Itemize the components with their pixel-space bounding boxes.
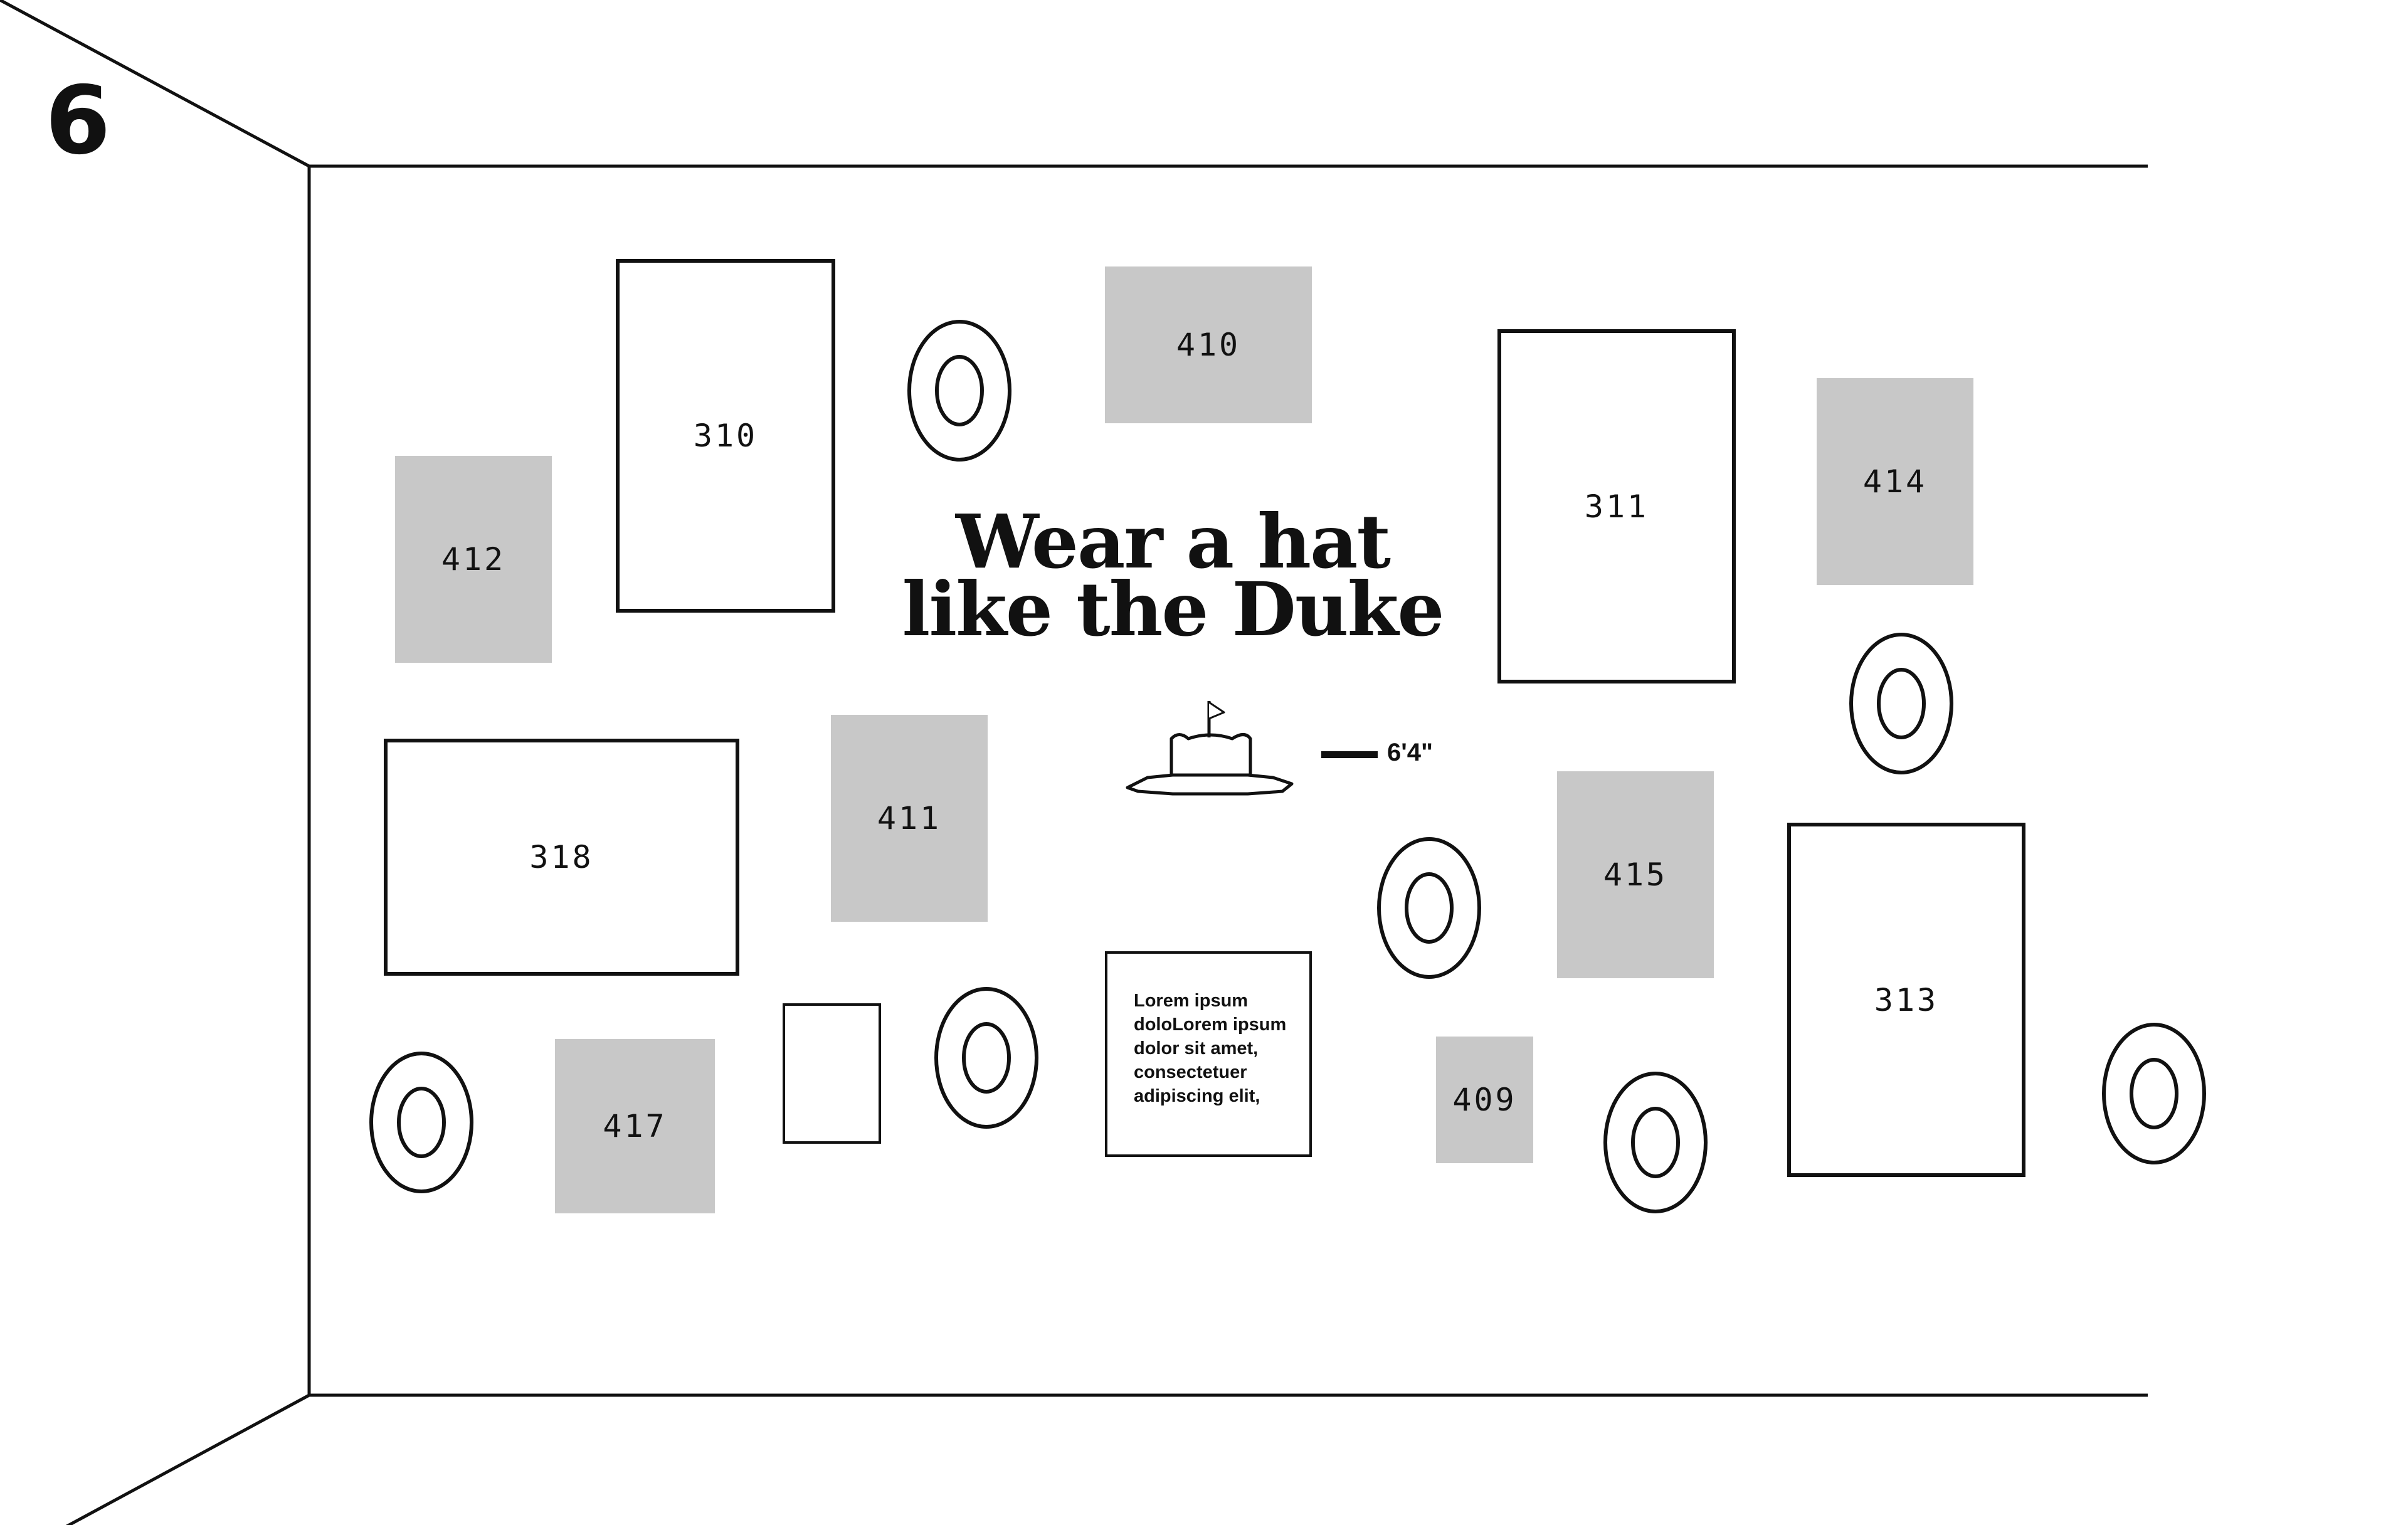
swatch-label: 412 xyxy=(441,541,506,578)
blank-frame[interactable] xyxy=(783,1003,881,1144)
swatch-415[interactable]: 415 xyxy=(1557,771,1714,978)
caption-line: Lorem ipsum xyxy=(1134,991,1249,1011)
swatch-label: 409 xyxy=(1452,1082,1517,1118)
sign-title: Wear a hat like the Duke xyxy=(890,498,1455,653)
frame-label: 311 xyxy=(1584,488,1649,525)
caption-line: doloLorem ipsum xyxy=(1134,1015,1287,1035)
round-plate xyxy=(1603,1072,1708,1213)
frame-318[interactable]: 318 xyxy=(384,739,739,976)
caption-line: dolor sit amet, xyxy=(1134,1038,1259,1058)
frame-label: 318 xyxy=(529,839,594,875)
round-plate xyxy=(907,320,1011,462)
left-wall-top-edge xyxy=(0,0,310,168)
sign-title-line-1: Wear a hat xyxy=(956,498,1391,585)
frame-311[interactable]: 311 xyxy=(1497,329,1736,683)
caption-line: adipiscing elit, xyxy=(1134,1086,1260,1106)
swatch-412[interactable]: 412 xyxy=(395,456,552,663)
swatch-label: 411 xyxy=(877,800,942,836)
round-plate xyxy=(2102,1023,2206,1164)
height-marker xyxy=(1321,751,1378,758)
left-wall-bottom-edge xyxy=(65,1393,310,1525)
sign-title-line-2: like the Duke xyxy=(902,566,1445,653)
round-plate xyxy=(934,987,1038,1129)
swatch-label: 417 xyxy=(603,1108,667,1144)
page-number: 6 xyxy=(45,66,111,176)
frame-label: 313 xyxy=(1874,981,1939,1018)
round-plate xyxy=(1377,837,1481,979)
swatch-414[interactable]: 414 xyxy=(1817,378,1973,585)
round-plate xyxy=(1849,633,1953,774)
swatch-411[interactable]: 411 xyxy=(831,715,988,922)
caption-panel: Lorem ipsum doloLorem ipsum dolor sit am… xyxy=(1105,951,1312,1157)
swatch-label: 415 xyxy=(1603,857,1668,893)
swatch-409[interactable]: 409 xyxy=(1436,1037,1533,1163)
frame-310[interactable]: 310 xyxy=(616,259,835,613)
swatch-label: 414 xyxy=(1862,463,1928,500)
frame-label: 310 xyxy=(693,418,758,454)
round-plate xyxy=(369,1052,473,1193)
swatch-417[interactable]: 417 xyxy=(555,1039,715,1213)
height-label: 6'4" xyxy=(1387,739,1433,766)
swatch-410[interactable]: 410 xyxy=(1105,266,1312,423)
caption-line: consectetuer xyxy=(1134,1062,1247,1082)
hat-icon xyxy=(1126,701,1294,796)
frame-313[interactable]: 313 xyxy=(1787,823,2025,1177)
swatch-label: 410 xyxy=(1176,327,1241,363)
